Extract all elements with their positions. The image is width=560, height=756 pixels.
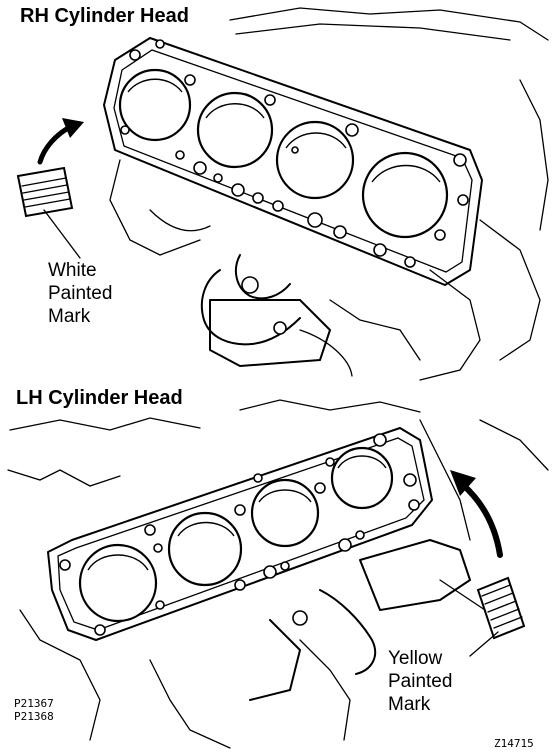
part-code-list: P21367 P21368 [14, 697, 54, 723]
lh-rotation-arrow [450, 470, 503, 558]
rh-mark-leader-line [43, 209, 81, 259]
rh-cylinder-head-gasket [103, 37, 483, 286]
rh-mark-label: White Painted Mark [48, 260, 112, 328]
lh-yellow-paint-mark [476, 576, 526, 640]
lh-cylinder-bores [78, 446, 394, 623]
figure-code: Z14715 [494, 737, 534, 750]
lh-mark-label-line-2: Painted [388, 670, 453, 692]
lh-exhaust-manifold [249, 539, 471, 701]
lh-mark-leader-line [469, 631, 499, 657]
lh-bolt-holes [59, 433, 420, 636]
part-code: P21368 [14, 709, 54, 723]
rh-white-paint-mark [16, 166, 74, 218]
rh-engine-block-sketch [109, 7, 549, 381]
rh-rotation-arrow [37, 118, 84, 165]
lh-mark-label-line-1: Yellow [388, 648, 443, 669]
lh-mark-label: Yellow Painted Mark [388, 648, 452, 716]
lh-mark-label-line-3: Mark [388, 693, 431, 715]
rh-exhaust-manifold [200, 254, 331, 367]
rh-cylinder-bores [118, 68, 449, 239]
rh-bolt-holes [120, 39, 469, 268]
rh-mark-label-line-2: Painted [48, 282, 113, 304]
part-code: P21367 [14, 697, 54, 710]
rh-mark-label-line-1: White [48, 260, 97, 281]
lh-section-title: LH Cylinder Head [16, 387, 183, 409]
lh-engine-block-sketch [7, 399, 549, 749]
rh-mark-label-line-3: Mark [48, 305, 91, 327]
rh-section-title: RH Cylinder Head [20, 5, 189, 27]
lh-cylinder-head-gasket [47, 427, 433, 641]
